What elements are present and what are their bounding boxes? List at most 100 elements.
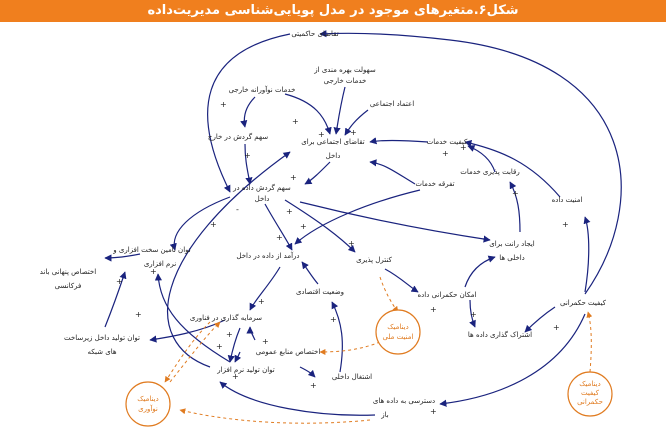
link-revenue-to-investment (249, 266, 281, 311)
link-competitiveness-to-service-quality (467, 145, 496, 173)
var-innovative-foreign: خدمات نوآورانه خارجی (229, 85, 296, 94)
link-software-to-hw-supply (154, 273, 231, 363)
dash-control-to-national-security (379, 276, 399, 313)
svg-text:دینامیک: دینامیک (137, 395, 158, 403)
svg-text:+: + (310, 381, 317, 390)
svg-text:+: + (470, 310, 477, 319)
svg-text:+: + (220, 100, 227, 109)
link-governance-quality-to-security (583, 216, 591, 293)
svg-text:+: + (460, 143, 467, 152)
svg-text:نوآوری: نوآوری (138, 404, 158, 413)
var-investment: سرمایه گذاری در فناوری (190, 313, 262, 322)
svg-text:+: + (330, 315, 337, 324)
svg-text:+: + (258, 297, 265, 306)
dash-innovation-to-investment (169, 321, 221, 383)
svg-text:+: + (276, 233, 283, 242)
link-domestic-share-to-revenue (264, 203, 293, 251)
link-employment-to-economy (331, 301, 343, 373)
dynamic-national-security: دینامیک امنیت ملی (375, 309, 421, 355)
svg-text:+: + (292, 117, 299, 126)
link-gov-demand-to-domestic-share (207, 33, 291, 193)
svg-text:+: + (430, 407, 437, 416)
svg-text:+: + (430, 305, 437, 314)
var-rent-line2: داخلی ها (499, 254, 525, 262)
var-open-access-line2: باز (380, 411, 389, 419)
link-social-demand-to-domestic-share (304, 161, 331, 185)
link-investment-to-infrastructure (149, 319, 226, 343)
svg-text:+: + (135, 310, 142, 319)
polarity-signs: + + + + + + + + + + - + + + + + + + + + … (116, 100, 569, 416)
svg-text:+: + (290, 173, 297, 182)
svg-text:+: + (442, 149, 449, 158)
link-governance-to-rent (464, 255, 496, 288)
svg-text:کیفیت: کیفیت (581, 389, 600, 397)
link-controllability-to-governance (384, 268, 419, 293)
svg-text:+: + (300, 222, 307, 231)
figure-title: شکل۶.متغیرهای موجود در مدل پویایی‌شناسی … (0, 0, 666, 22)
svg-text:+: + (216, 342, 223, 351)
var-open-access-line1: دسترسی به داده های (373, 397, 435, 405)
svg-text:دینامیک: دینامیک (387, 323, 408, 331)
var-employment: اشتغال داخلی (332, 373, 372, 381)
var-fragmentation: تفرقه خدمات (415, 180, 454, 188)
link-fragmentation-to-social-demand (369, 159, 416, 185)
link-quality-governance-to-gov-demand (319, 30, 622, 295)
svg-text:+: + (318, 130, 325, 139)
var-ease-line2: خدمات خارجی (324, 77, 367, 85)
var-security: امنیت داده (552, 196, 583, 204)
var-revenue: درآمد از داده در داخل (236, 251, 299, 260)
var-trust: اعتماد اجتماعی (370, 100, 414, 108)
var-sharing: اشتراک گذاری داده ها (468, 330, 532, 339)
causal-loop-diagram: دینامیک امنیت ملی دینامیک نوآوری دینامیک… (40, 30, 622, 427)
link-domestic-share-to-controllability (284, 199, 356, 253)
link-governance-quality-to-access (439, 313, 586, 407)
var-foreign-share: سهم گردش در خارج (208, 132, 268, 141)
svg-text:دینامیک: دینامیک (579, 380, 600, 388)
var-bandwidth-line1: اختصاص پنهانی باند (40, 268, 96, 276)
var-hw-supply-line2: نرم افزاری (144, 260, 176, 268)
link-domestic-share-to-rent (299, 201, 491, 243)
link-governance-quality-to-sharing (524, 306, 556, 333)
link-domestic-share-to-hw-supply (169, 196, 231, 251)
link-software-to-domestic-share (167, 151, 291, 368)
link-access-to-software (219, 381, 376, 416)
svg-text:+: + (210, 220, 217, 229)
link-infrastructure-to-bandwidth (104, 271, 127, 328)
svg-text:+: + (286, 207, 293, 216)
var-economy: وضعیت اقتصادی (296, 288, 344, 296)
variable-labels: تقاضای حاکمیتی سهولت بهره مندی از خدمات … (40, 30, 607, 419)
link-trust-to-social-demand (344, 109, 369, 136)
svg-text:+: + (348, 239, 355, 248)
svg-text:+: + (512, 189, 519, 198)
dynamic-innovation: دینامیک نوآوری (125, 381, 171, 427)
var-rent-line1: ایجاد رانت برای (489, 240, 535, 248)
causal-links (104, 30, 622, 416)
var-infrastructure-line2: های شبکه (87, 348, 116, 356)
svg-text:امنیت ملی: امنیت ملی (383, 333, 414, 341)
svg-text:+: + (116, 277, 123, 286)
dash-investment-to-innovation (164, 321, 211, 383)
svg-text:حکمرانی: حکمرانی (577, 398, 603, 406)
svg-text:+: + (232, 372, 239, 381)
link-rent-to-competitiveness (509, 181, 521, 233)
var-bandwidth-line2: فرکانسی (55, 282, 82, 290)
dash-governance-dynamic-to-quality (586, 311, 593, 373)
link-investment-to-employment (299, 366, 316, 378)
link-public-resources-to-investment (246, 326, 256, 341)
var-social-demand-line1: تقاضای اجتماعی برای (301, 138, 364, 146)
link-fragmentation-to-revenue (294, 189, 421, 245)
svg-text:+: + (553, 323, 560, 332)
dash-access-to-innovation (179, 408, 371, 424)
var-data-governance: امکان حکمرانی داده (418, 291, 477, 299)
svg-text:+: + (262, 337, 269, 346)
var-controllability: کنترل پذیری (356, 256, 392, 264)
svg-text:-: - (236, 205, 239, 214)
dynamic-governance-quality: دینامیک کیفیت حکمرانی (567, 371, 613, 417)
svg-text:+: + (350, 128, 357, 137)
svg-text:+: + (562, 220, 569, 229)
svg-text:+: + (226, 330, 233, 339)
var-infrastructure-line1: توان تولید داخل زیرساخت (64, 334, 140, 342)
var-ease-line1: سهولت بهره مندی از (313, 66, 376, 74)
var-public-resources: اختصاص منابع عمومی (256, 348, 321, 356)
link-governance-to-sharing (469, 299, 476, 328)
